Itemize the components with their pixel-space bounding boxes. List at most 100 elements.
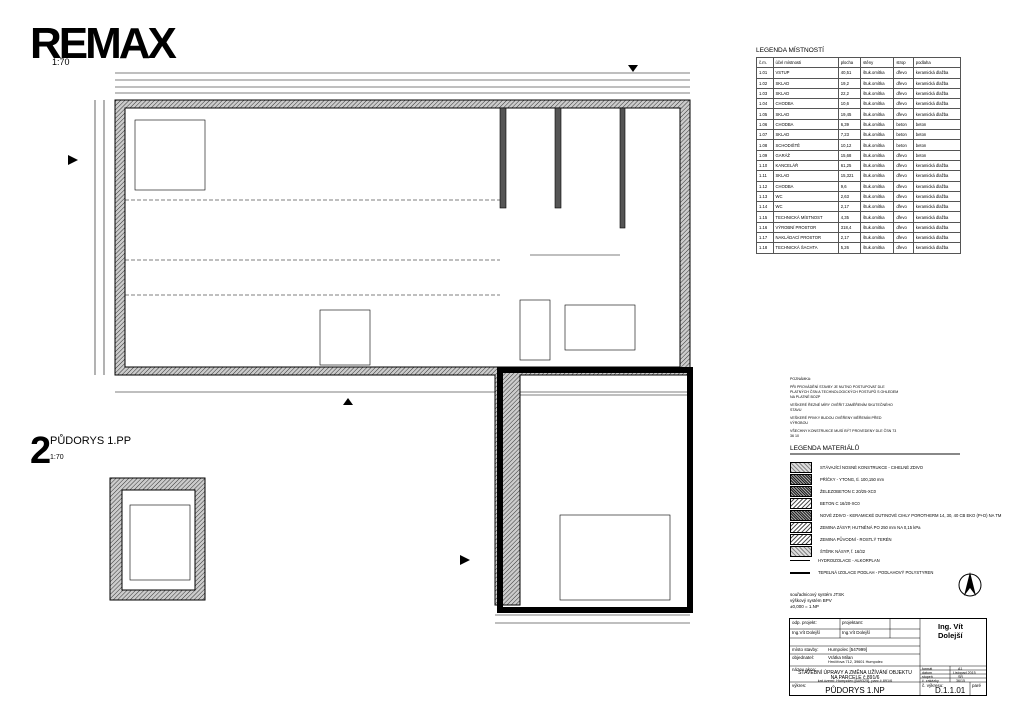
table-cell: dřevo [893,201,914,213]
material-legend-item: STÁVAJÍCÍ NOSNÉ KONSTRUKCE - CIHELNÉ ZDI… [790,462,923,473]
table-cell: 1.04 [756,98,774,110]
table-cell: keramická dlažba [912,108,962,120]
material-label: NOVÉ ZDIVO - KERAMICKÉ DUTINOVÉ CIHLY PO… [820,513,1002,518]
table-cell: 1.14 [756,201,774,213]
table-cell: TECHNICKÁ ŠACHTA [772,242,839,254]
note-line: VEŠKERÉ PRVKY BUDOU OVĚŘENY MĚŘENÍM PŘED… [790,416,882,425]
material-swatch-icon [790,510,812,521]
table-cell: 4,35 [837,211,862,223]
table-cell: keramická dlažba [912,67,962,79]
table-cell: GARÁŽ [772,149,839,161]
zakazka: 36/15 [956,678,965,683]
table-cell: 2,17 [837,201,862,213]
cislo-label: č. výkresu: [922,683,944,688]
table-cell: štuk.omítka [860,77,895,89]
table-cell: štuk.omítka [860,98,895,110]
table-cell: štuk.omítka [860,129,895,141]
table-cell: dřevo [893,149,914,161]
pare-label: paré [972,683,982,688]
akce-line1: STAVEBNÍ ÚPRAVY A ZMĚNA UŽÍVÁNÍ OBJEKTU [798,670,912,676]
table-cell: 1.15 [756,211,774,223]
table-cell: 1.03 [756,87,774,100]
table-cell: WC [772,190,839,203]
table-cell: 1.13 [756,190,774,203]
table-cell: keramická dlažba [912,201,962,213]
akce-line2: NA PARCELE č.891/6 [830,675,880,681]
table-cell: 1.08 [756,139,774,151]
material-swatch-icon [790,571,810,574]
table-cell: 1.17 [756,232,774,244]
table-cell: dřevo [893,190,914,203]
table-cell: keramická dlažba [912,170,962,182]
table-cell: 1.12 [756,180,774,192]
material-label: ŽELEZOBETON C 20/25-XC0 [820,489,877,494]
table-cell: dřevo [893,87,914,100]
table-cell: 10,12 [837,139,862,151]
material-label: STÁVAJÍCÍ NOSNÉ KONSTRUKCE - CIHELNÉ ZDI… [820,465,923,470]
material-swatch-icon [790,534,812,545]
table-cell: keramická dlažba [912,190,962,203]
table-cell: beton [893,118,914,131]
stupen: SR [958,674,963,679]
plan2-title: PŮDORYS 1.PP [50,435,132,447]
table-cell: 1.01 [756,67,774,79]
material-label: ŠTĚRK NÁSYP, f. 16/32 [820,549,866,554]
odp-projekt-label: odp. projekt: [792,620,817,625]
coord-system: souřadnicový systém JTSK [790,592,845,597]
table-cell: dřevo [893,108,914,120]
material-swatch-icon [790,560,810,561]
format-label: formát [922,666,933,671]
title-block: odp. projekt: Ing.Vít Dolejší projektant… [789,618,987,696]
vykres-label: výkres: [792,683,807,688]
plan1-scale: 1:70 [52,57,70,67]
table-cell: beton [912,118,962,131]
table-cell: 61,25 [837,159,862,172]
table-cell: 2,17 [837,232,862,244]
table-cell: SCHODIŠTĚ [772,139,839,151]
column-header: podlaha [912,56,962,69]
table-cell: 19,2 [837,77,862,89]
table-cell: SKLAD [772,77,839,89]
material-label: ZEMINA ZÁSYP, HUTNĚNÁ PO 250 mm NA 0,15 … [820,525,921,530]
table-cell: keramická dlažba [912,180,962,192]
table-cell: dřevo [893,159,914,172]
table-cell: CHODBA [772,98,839,110]
table-cell: keramická dlažba [912,232,962,244]
table-cell: keramická dlažba [912,87,962,100]
floor-plan-drawing [68,65,693,624]
material-legend-item: TEPELNÁ IZOLACE PODLAH - PODLAHOVÝ POLYS… [790,570,933,575]
table-cell: keramická dlažba [912,77,962,89]
table-cell: keramická dlažba [912,242,962,254]
table-cell: beton [912,149,962,161]
table-cell: štuk.omítka [860,67,895,79]
objednatel-label: objednatel: [792,655,815,660]
material-legend-title: LEGENDA MATERIÁLŮ [790,445,960,455]
table-cell: VSTUP [772,67,839,79]
table-cell: beton [893,129,914,141]
table-cell: WC [772,201,839,213]
material-swatch-icon [790,474,812,485]
table-cell: 9,6 [837,180,862,192]
note-line: PŘI PROVÁDĚNÍ STAVBY JE NUTNO POSTUPOVAT… [790,385,899,399]
table-cell: 1.07 [756,129,774,141]
material-swatch-icon [790,462,812,473]
table-cell: SKLAD [772,170,839,182]
misto: Humpolec [547999] [828,647,868,652]
table-cell: dřevo [893,170,914,182]
zero-level: ±0,000 = 1.NP [790,604,819,609]
table-cell: dřevo [893,98,914,110]
objednatel: Vrátka Milan [828,655,853,660]
table-cell: 1.06 [756,118,774,131]
material-legend-item: ZEMINA PŮVODNÍ - ROSTLÝ TERÉN [790,534,892,545]
